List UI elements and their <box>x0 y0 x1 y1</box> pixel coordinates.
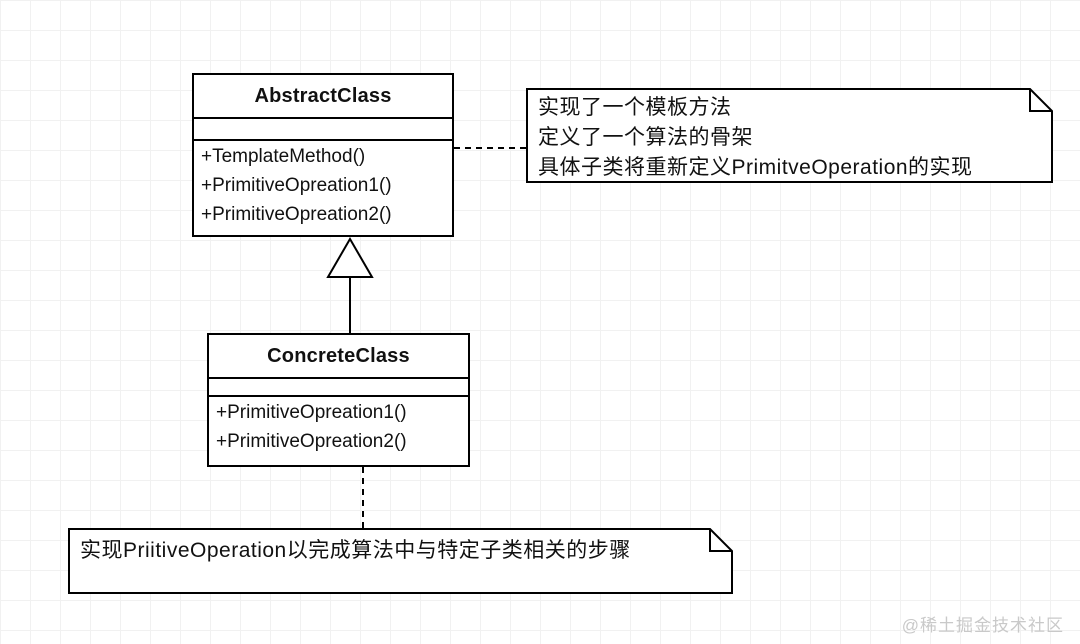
note-text: 实现了一个模板方法 定义了一个算法的骨架 具体子类将重新定义PrimitveOp… <box>526 88 1053 183</box>
uml-note-abstractclass: 实现了一个模板方法 定义了一个算法的骨架 具体子类将重新定义PrimitveOp… <box>526 88 1053 183</box>
class-method: +PrimitiveOpreation1() <box>201 175 392 196</box>
note-line: 定义了一个算法的骨架 <box>538 126 753 149</box>
note-text: 实现PriitiveOperation以完成算法中与特定子类相关的步骤 <box>68 528 733 594</box>
class-attributes-compartment <box>209 379 468 397</box>
inheritance-hollow-triangle-icon <box>326 237 374 278</box>
note-line: 实现了一个模板方法 <box>538 96 732 119</box>
uml-note-concreteclass: 实现PriitiveOperation以完成算法中与特定子类相关的步骤 <box>68 528 733 594</box>
class-method: +TemplateMethod() <box>201 146 366 167</box>
note-line: 具体子类将重新定义PrimitveOperation的实现 <box>538 156 973 179</box>
note-line: 实现PriitiveOperation以完成算法中与特定子类相关的步骤 <box>80 539 631 562</box>
class-method: +PrimitiveOpreation1() <box>216 402 407 423</box>
note-shape <box>68 528 733 594</box>
class-box-abstractclass: AbstractClass +TemplateMethod() +Primiti… <box>192 73 454 237</box>
class-methods-compartment: +TemplateMethod() +PrimitiveOpreation1()… <box>194 141 452 235</box>
note-folded-corner-icon <box>1029 89 1052 112</box>
note-shape <box>526 88 1053 183</box>
class-box-concreteclass: ConcreteClass +PrimitiveOpreation1() +Pr… <box>207 333 470 467</box>
class-attributes-compartment <box>194 119 452 141</box>
note-folded-corner-icon <box>709 529 732 552</box>
class-method: +PrimitiveOpreation2() <box>201 204 392 225</box>
class-title: ConcreteClass <box>209 335 468 379</box>
watermark: @稀土掘金技术社区 <box>901 616 1064 635</box>
class-title: AbstractClass <box>194 75 452 119</box>
class-methods-compartment: +PrimitiveOpreation1() +PrimitiveOpreati… <box>209 397 468 465</box>
class-method: +PrimitiveOpreation2() <box>216 431 407 452</box>
